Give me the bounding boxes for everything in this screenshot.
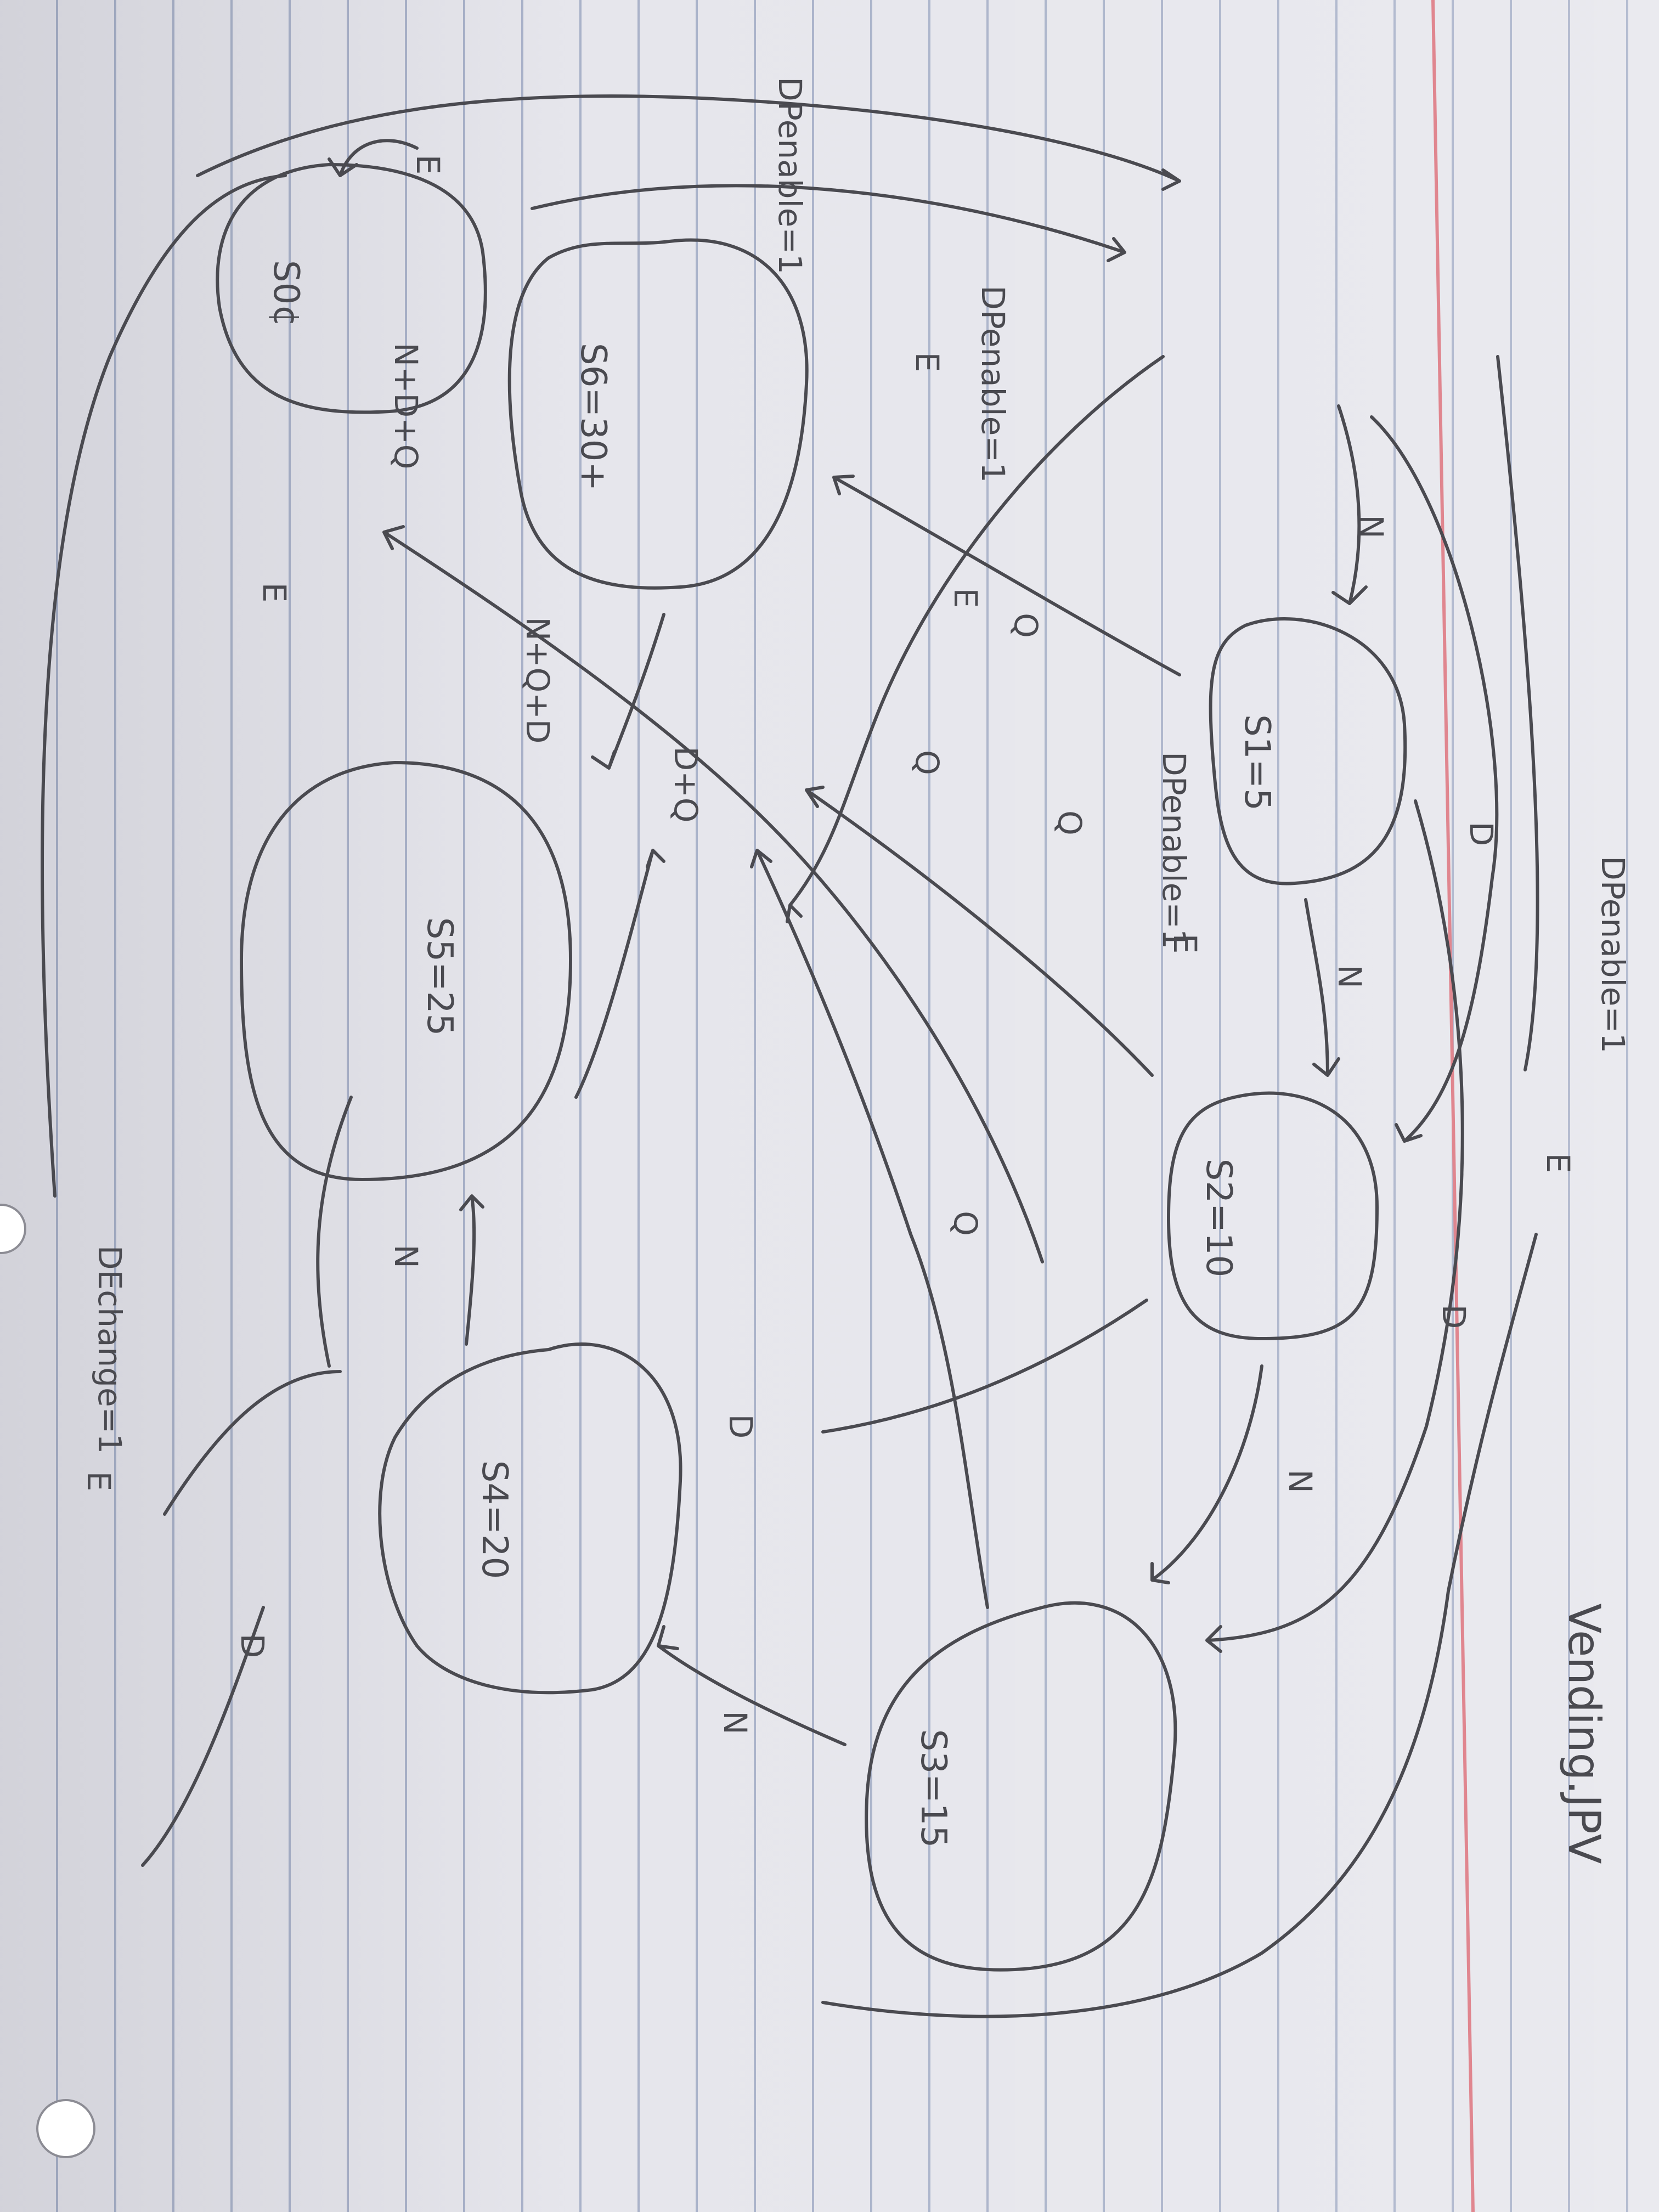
state-label-s25: S5=25 xyxy=(419,917,460,1036)
state-circle-s10 xyxy=(1167,1091,1379,1340)
edge-s10-s15-n xyxy=(1150,1364,1263,1584)
state-circle-s20 xyxy=(378,1342,682,1695)
label-d: D xyxy=(1463,822,1500,847)
label-n: N xyxy=(716,1711,754,1734)
label-n-d-q: N+D+Q xyxy=(387,343,425,470)
state-circle-s5 xyxy=(1209,617,1407,885)
state-label-s30: S6=30+ xyxy=(573,343,613,491)
edge-left-loop xyxy=(141,1606,265,1867)
edge-s0-self-loop xyxy=(328,139,419,177)
edge-s20-s30-n-q-d xyxy=(316,1096,353,1368)
state-label-s20: S4=20 xyxy=(474,1460,515,1579)
edge-s15-s25-q xyxy=(750,849,989,1609)
label-dpenable: DPenable=1 xyxy=(974,285,1012,483)
label-e: E xyxy=(409,155,447,175)
edge-s15-s20-n xyxy=(657,1625,847,1746)
label-d: D xyxy=(1435,1305,1472,1329)
label-d-q: D+Q xyxy=(667,747,704,823)
label-e: E xyxy=(947,588,984,608)
edge-s0-s30-q xyxy=(786,355,1165,923)
label-dechange: DEchange=1 xyxy=(91,1245,128,1454)
edge-s0-s5-n xyxy=(1331,404,1368,605)
label-e: E xyxy=(1166,934,1204,954)
edge-outer-left xyxy=(40,174,287,1198)
edge-s10-s30-q xyxy=(805,786,1154,1077)
edge-bottom-loop xyxy=(163,1370,342,1516)
label-n-q-d: N+Q+D xyxy=(519,617,556,744)
edge-s5-s15-d xyxy=(1205,799,1464,1653)
label-d: D xyxy=(722,1414,759,1439)
edge-s0-s30-dpenable xyxy=(1496,355,1539,1071)
edge-s5-s30-q xyxy=(832,475,1181,676)
binder-hole-icon xyxy=(36,2099,95,2158)
binder-hole-icon xyxy=(0,1204,26,1254)
label-q: Q xyxy=(947,1211,984,1236)
label-dpenable: DPenable=1 xyxy=(1155,752,1193,949)
label-q: Q xyxy=(909,750,946,775)
label-e: E xyxy=(909,352,946,373)
edge-outer-loop xyxy=(196,94,1181,191)
state-label-s0: S0¢ xyxy=(266,260,306,327)
edge-s30-s0-dpenable xyxy=(531,184,1126,262)
label-e: E xyxy=(80,1471,117,1492)
label-e: E xyxy=(1539,1153,1577,1173)
state-circle-s0 xyxy=(216,163,487,414)
edge-s15-s30-d xyxy=(821,1233,1538,2018)
label-q: Q xyxy=(1007,613,1045,638)
edge-s20-s25-n xyxy=(459,1194,484,1346)
label-dpenable: DPenable=1 xyxy=(1594,856,1632,1053)
label-n: N xyxy=(1282,1469,1319,1493)
state-label-s15: S3=15 xyxy=(913,1729,953,1848)
state-label-s5: S1=5 xyxy=(1237,714,1277,811)
state-circle-s15 xyxy=(865,1601,1177,1972)
edge-s5-s10-n xyxy=(1304,898,1340,1077)
page-title: Vending.JPV xyxy=(1559,1604,1610,1864)
label-dpenable: DPenable=1 xyxy=(771,77,809,274)
edge-s0-s30-pulse xyxy=(574,849,665,1099)
margin-line xyxy=(1431,0,1475,2212)
state-circle-s25 xyxy=(240,761,572,1181)
label-d: D xyxy=(234,1634,271,1658)
label-e: E xyxy=(256,583,293,603)
edge-s25-s30-d-q xyxy=(591,613,665,770)
label-n: N xyxy=(1353,515,1390,538)
label-n: N xyxy=(387,1244,425,1268)
label-q: Q xyxy=(1051,810,1088,836)
edge-s20-s0-e xyxy=(382,525,1044,1263)
state-label-s10: S2=10 xyxy=(1198,1159,1239,1277)
state-circle-s30 xyxy=(507,238,809,590)
edge-s0-s10-d xyxy=(1370,415,1499,1143)
label-n: N xyxy=(1331,964,1368,988)
edge-s10-s20-d xyxy=(821,1299,1148,1434)
